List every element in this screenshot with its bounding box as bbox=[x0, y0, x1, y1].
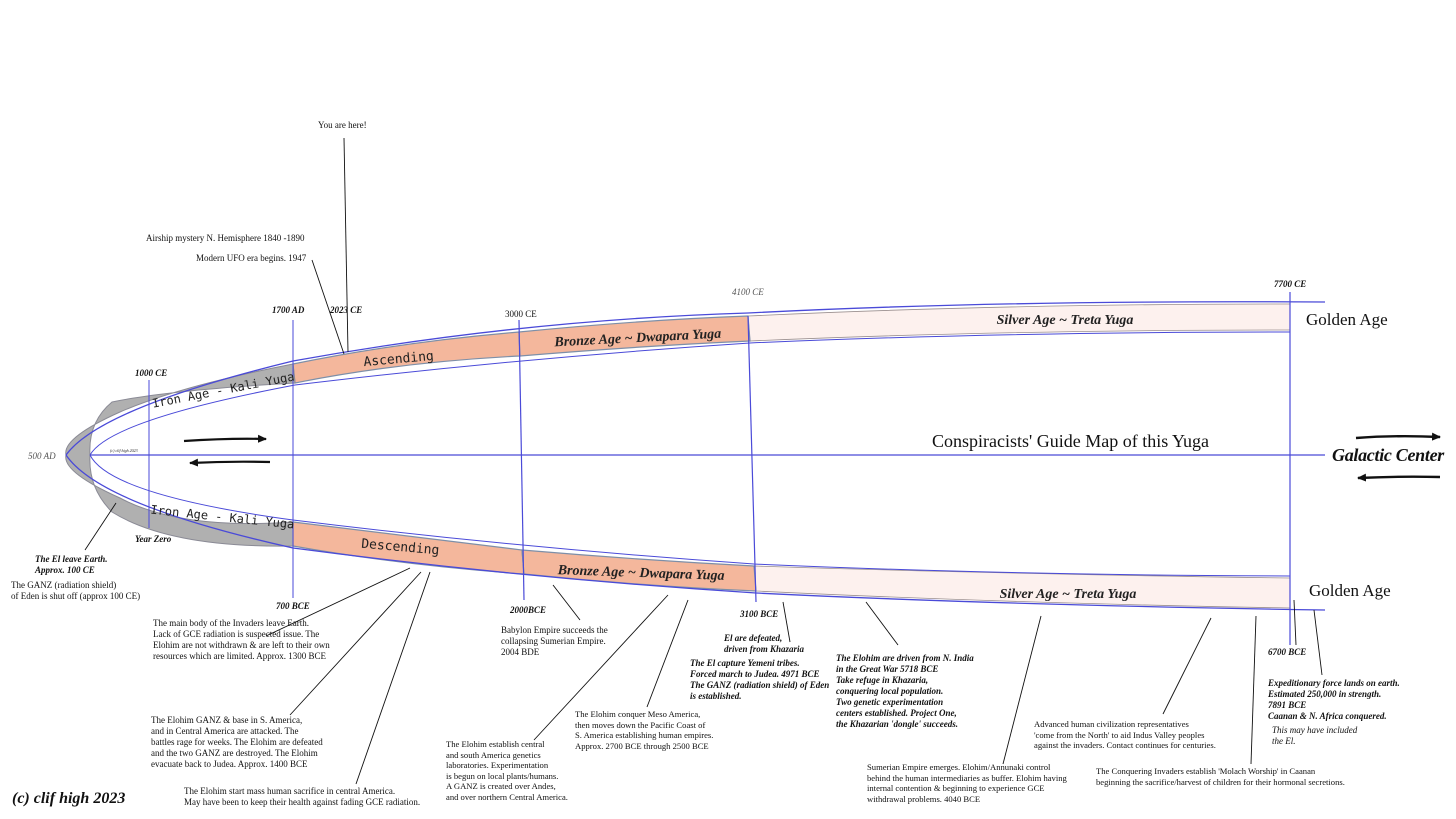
note-ufo: Modern UFO era begins. 1947 bbox=[196, 253, 307, 263]
lower-descending-label: Descending bbox=[361, 537, 440, 559]
lower-golden-age-label: Golden Age bbox=[1309, 581, 1391, 600]
galactic-arrow-right-icon bbox=[1355, 432, 1441, 441]
note-sacrifice: The Elohim start mass human sacrifice in… bbox=[184, 786, 421, 807]
lower-bronze-label: Bronze Age ~ Dwapara Yuga bbox=[556, 563, 724, 584]
note-sumerian: Sumerian Empire emerges. Elohim/Annunaki… bbox=[867, 762, 1067, 804]
date-7700ce: 7700 CE bbox=[1274, 279, 1307, 289]
date-4100ce: 4100 CE bbox=[732, 287, 764, 297]
lower-inner-curve bbox=[89, 454, 1291, 577]
note-el-leave: The El leave Earth. Approx. 100 CE bbox=[35, 554, 108, 575]
date-year-zero: Year Zero bbox=[135, 534, 172, 544]
note-airship: Airship mystery N. Hemisphere 1840 -1890 bbox=[146, 233, 305, 243]
date-3000ce: 3000 CE bbox=[505, 309, 537, 319]
note-expedition: Expeditionary force lands on earth. Esti… bbox=[1268, 678, 1400, 721]
line-4100ce bbox=[747, 315, 757, 603]
note-may-include: This may have included the El. bbox=[1272, 725, 1358, 746]
upper-silver-label: Silver Age ~ Treta Yuga bbox=[997, 313, 1134, 328]
date-6700bce: 6700 BCE bbox=[1268, 647, 1307, 657]
upper-inner-curve bbox=[89, 331, 1291, 456]
date-500ad: 500 AD bbox=[28, 451, 56, 461]
leader-lines bbox=[84, 137, 1323, 785]
upper-iron-label: Iron Age - Kali Yuga bbox=[151, 369, 296, 410]
signature-small: (c) clif high 2023 bbox=[110, 448, 138, 453]
date-2000bce: 2000BCE bbox=[510, 605, 547, 615]
note-ganz-attacked: The Elohim GANZ & base in S. America, an… bbox=[151, 715, 323, 769]
upper-ascending-label: Ascending bbox=[363, 349, 434, 370]
note-invaders-leave: The main body of the Invaders leave Eart… bbox=[153, 618, 330, 661]
date-1000ce: 1000 CE bbox=[135, 368, 168, 378]
note-yemeni: The El capture Yemeni tribes. Forced mar… bbox=[690, 658, 830, 701]
note-ganz-off: The GANZ (radiation shield) of Eden is s… bbox=[11, 580, 141, 601]
copyright: (c) clif high 2023 bbox=[12, 790, 126, 807]
galactic-arrow-left-icon bbox=[1357, 473, 1441, 482]
note-babylon: Babylon Empire succeeds the collapsing S… bbox=[501, 625, 608, 657]
arrow-left-icon bbox=[189, 458, 271, 467]
note-el-defeated: El are defeated, driven from Khazaria bbox=[724, 633, 805, 654]
note-meso: The Elohim conquer Meso America, then mo… bbox=[575, 709, 714, 751]
note-molach: The Conquering Invaders establish 'Molac… bbox=[1096, 766, 1345, 787]
galactic-center-label: Galactic Center bbox=[1332, 445, 1444, 465]
upper-bronze-band bbox=[518, 315, 751, 357]
note-genetics: The Elohim establish central and south A… bbox=[446, 739, 568, 802]
date-700bce: 700 BCE bbox=[276, 601, 310, 611]
upper-golden-age-label: Golden Age bbox=[1306, 310, 1388, 329]
note-elohim-india: The Elohim are driven from N. India in t… bbox=[836, 653, 974, 729]
date-1700ad: 1700 AD bbox=[272, 305, 305, 315]
diagram-title: Conspiracists' Guide Map of this Yuga bbox=[932, 431, 1210, 451]
note-you-are-here: You are here! bbox=[318, 120, 367, 130]
arrow-right-icon bbox=[183, 434, 267, 443]
upper-outer-curve bbox=[65, 301, 1326, 456]
note-indus: Advanced human civilization representati… bbox=[1034, 719, 1216, 751]
date-3100bce: 3100 BCE bbox=[740, 609, 779, 619]
line-3000ce bbox=[518, 319, 525, 601]
lower-outer-curve bbox=[65, 454, 1326, 611]
lower-silver-label: Silver Age ~ Treta Yuga bbox=[1000, 587, 1137, 602]
date-2023ce: 2023 CE bbox=[330, 305, 363, 315]
